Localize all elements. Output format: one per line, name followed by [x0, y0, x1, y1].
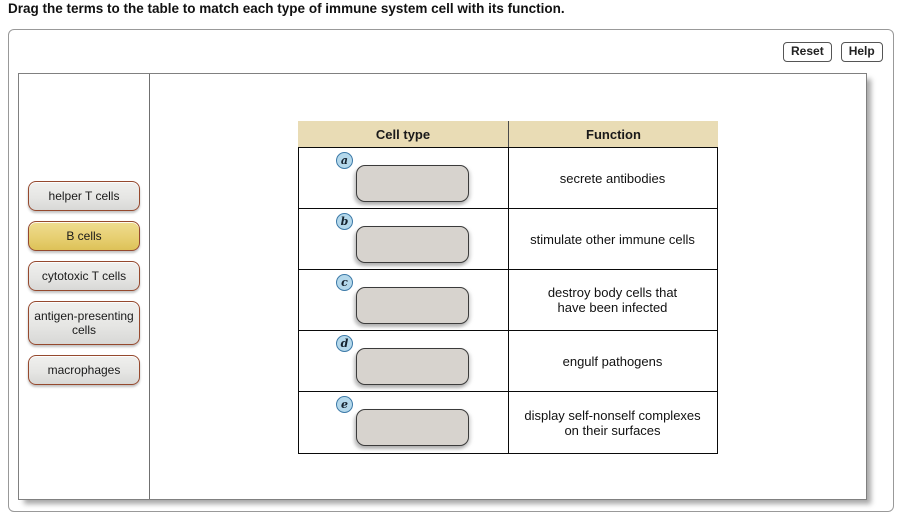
row-letter-badge: c — [336, 274, 353, 291]
instruction-text: Drag the terms to the table to match eac… — [8, 1, 565, 16]
function-text: engulf pathogens — [562, 353, 663, 369]
term-chip-helper-t-cells[interactable]: helper T cells — [28, 181, 140, 211]
cell-type-cell-d: d — [299, 331, 509, 391]
function-text: stimulate other immune cells — [530, 231, 695, 247]
drop-zone-a[interactable] — [356, 165, 469, 202]
cell-type-cell-e: e — [299, 392, 509, 453]
reset-button[interactable]: Reset — [783, 42, 832, 62]
table-row: a secrete antibodies — [299, 148, 717, 209]
term-bin: helper T cells B cells cytotoxic T cells… — [19, 74, 150, 499]
table-row: c destroy body cells that have been infe… — [299, 270, 717, 331]
table-row: b stimulate other immune cells — [299, 209, 717, 270]
table-row: d engulf pathogens — [299, 331, 717, 392]
drop-zone-c[interactable] — [356, 287, 469, 324]
function-text: secrete antibodies — [559, 170, 666, 186]
header-cell-type: Cell type — [298, 121, 509, 147]
row-letter-badge: a — [336, 152, 353, 169]
term-chip-b-cells[interactable]: B cells — [28, 221, 140, 251]
term-chip-macrophages[interactable]: macrophages — [28, 355, 140, 385]
function-text: destroy body cells that have been infect… — [547, 285, 678, 315]
table-body: a secrete antibodies b stimulate other i… — [298, 147, 718, 454]
drop-zone-e[interactable] — [356, 409, 469, 446]
toolbar: Reset Help — [783, 42, 883, 62]
term-chip-cytotoxic-t-cells[interactable]: cytotoxic T cells — [28, 261, 140, 291]
table-row: e display self-nonself complexes on thei… — [299, 392, 717, 453]
row-letter-badge: b — [336, 213, 353, 230]
drop-zone-d[interactable] — [356, 348, 469, 385]
drop-zone-b[interactable] — [356, 226, 469, 263]
work-area: helper T cells B cells cytotoxic T cells… — [18, 73, 867, 500]
cell-type-cell-c: c — [299, 270, 509, 330]
table-header: Cell type Function — [298, 121, 718, 147]
row-letter-badge: d — [336, 335, 353, 352]
function-text: display self-nonself complexes on their … — [524, 407, 701, 438]
match-table: Cell type Function a secrete antibodies … — [298, 121, 718, 454]
help-button[interactable]: Help — [840, 42, 883, 62]
cell-type-cell-a: a — [299, 148, 509, 208]
header-function: Function — [586, 126, 641, 142]
term-chip-antigen-presenting-cells[interactable]: antigen-presenting cells — [28, 301, 140, 345]
row-letter-badge: e — [336, 396, 353, 413]
cell-type-cell-b: b — [299, 209, 509, 269]
